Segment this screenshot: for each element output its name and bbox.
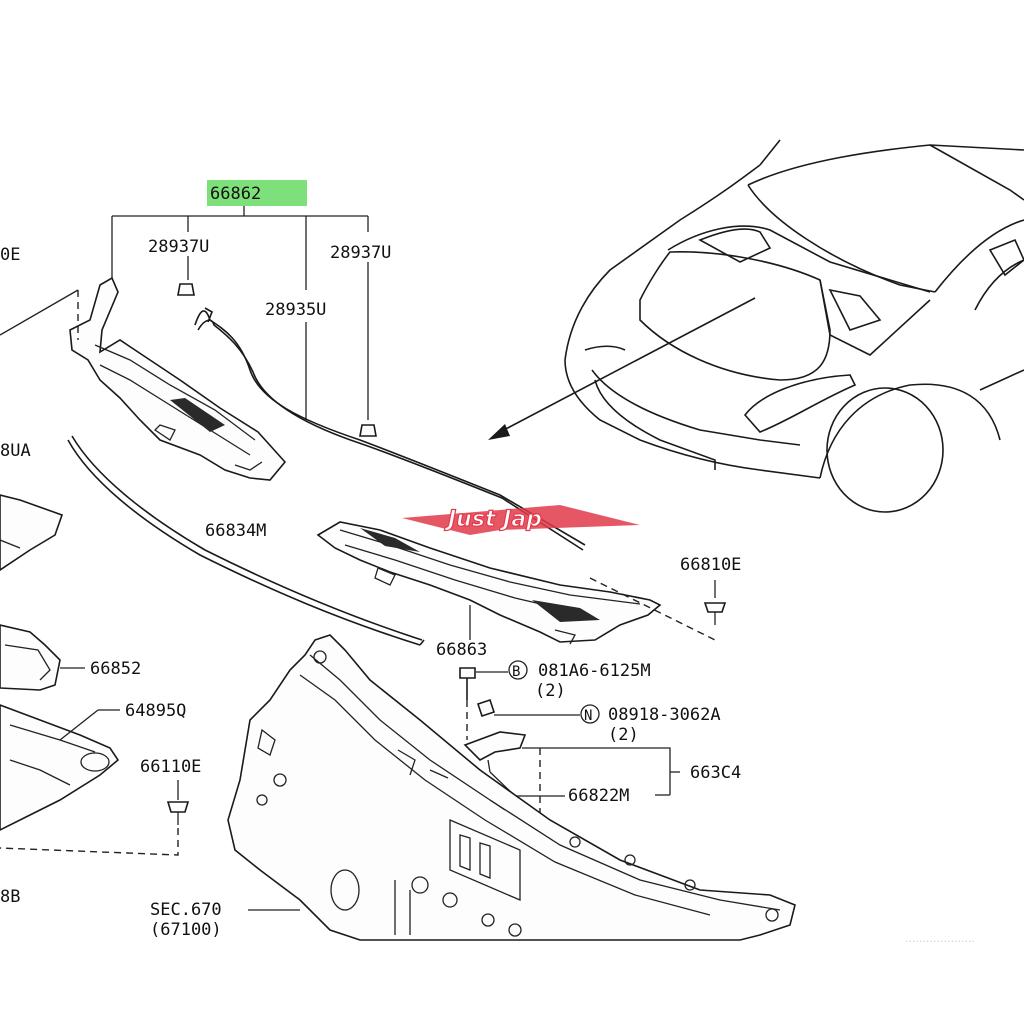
label-left-edge-bottom: 8B (0, 887, 20, 907)
label-bracket: 66822M (568, 786, 629, 806)
label-left-part-2: 64895Q (125, 701, 186, 721)
watermark: .................... (905, 932, 975, 945)
left-part-66852 (0, 624, 61, 691)
weatherstrip (67, 435, 425, 646)
label-grommet-right: 66810E (680, 555, 741, 575)
label-clip-left: 28937U (148, 237, 209, 257)
dash-panel (227, 634, 796, 941)
marker-b (508, 660, 528, 680)
label-section-ref: (67100) (150, 920, 222, 940)
marker-n-text: N (584, 708, 592, 724)
clip-left (177, 283, 195, 296)
grommet-left (166, 801, 190, 825)
label-left-edge-mid: 8UA (0, 441, 31, 461)
label-left-part-1: 66852 (90, 659, 141, 679)
label-nut-qty: (2) (608, 725, 639, 745)
cowl-top-right (316, 521, 662, 645)
label-bolt-code: 081A6-6125M (538, 661, 651, 681)
leader-64895q-diag (59, 709, 99, 741)
brand-logo-text: Just Jap (444, 507, 542, 532)
left-cover-piece (0, 494, 64, 571)
label-bracket-assy: 663C4 (690, 763, 741, 783)
bracket (463, 731, 527, 773)
leader-dashed-left (0, 828, 179, 856)
label-cowl-right: 66863 (436, 640, 487, 660)
main-callout: 66862 28937U 28937U 28935U (111, 180, 391, 420)
cowl-top-left (69, 276, 287, 481)
label-hose: 28935U (265, 300, 326, 320)
bolt (459, 667, 476, 700)
left-part-64895q (0, 704, 120, 831)
clip-right (359, 424, 377, 437)
marker-b-text: B (512, 664, 520, 680)
nut (476, 698, 496, 718)
leader-bracket-top (522, 747, 671, 795)
label-left-edge-top: 0E (0, 245, 20, 265)
car-illustration (488, 139, 1024, 513)
label-clip-right: 28937U (330, 243, 391, 263)
label-grommet-left: 66110E (140, 757, 201, 777)
label-weatherstrip: 66834M (205, 521, 266, 541)
label-main-part: 66862 (210, 184, 261, 204)
marker-n (580, 704, 600, 724)
label-section: SEC.670 (150, 900, 222, 920)
part-number-highlight (207, 180, 307, 206)
label-nut-code: 08918-3062A (608, 705, 721, 725)
leader-left-2 (0, 289, 79, 336)
brand-logo: Just Jap (402, 505, 640, 535)
label-bolt-qty: (2) (535, 681, 566, 701)
washer-hose (194, 307, 586, 551)
grommet-right (703, 602, 727, 625)
